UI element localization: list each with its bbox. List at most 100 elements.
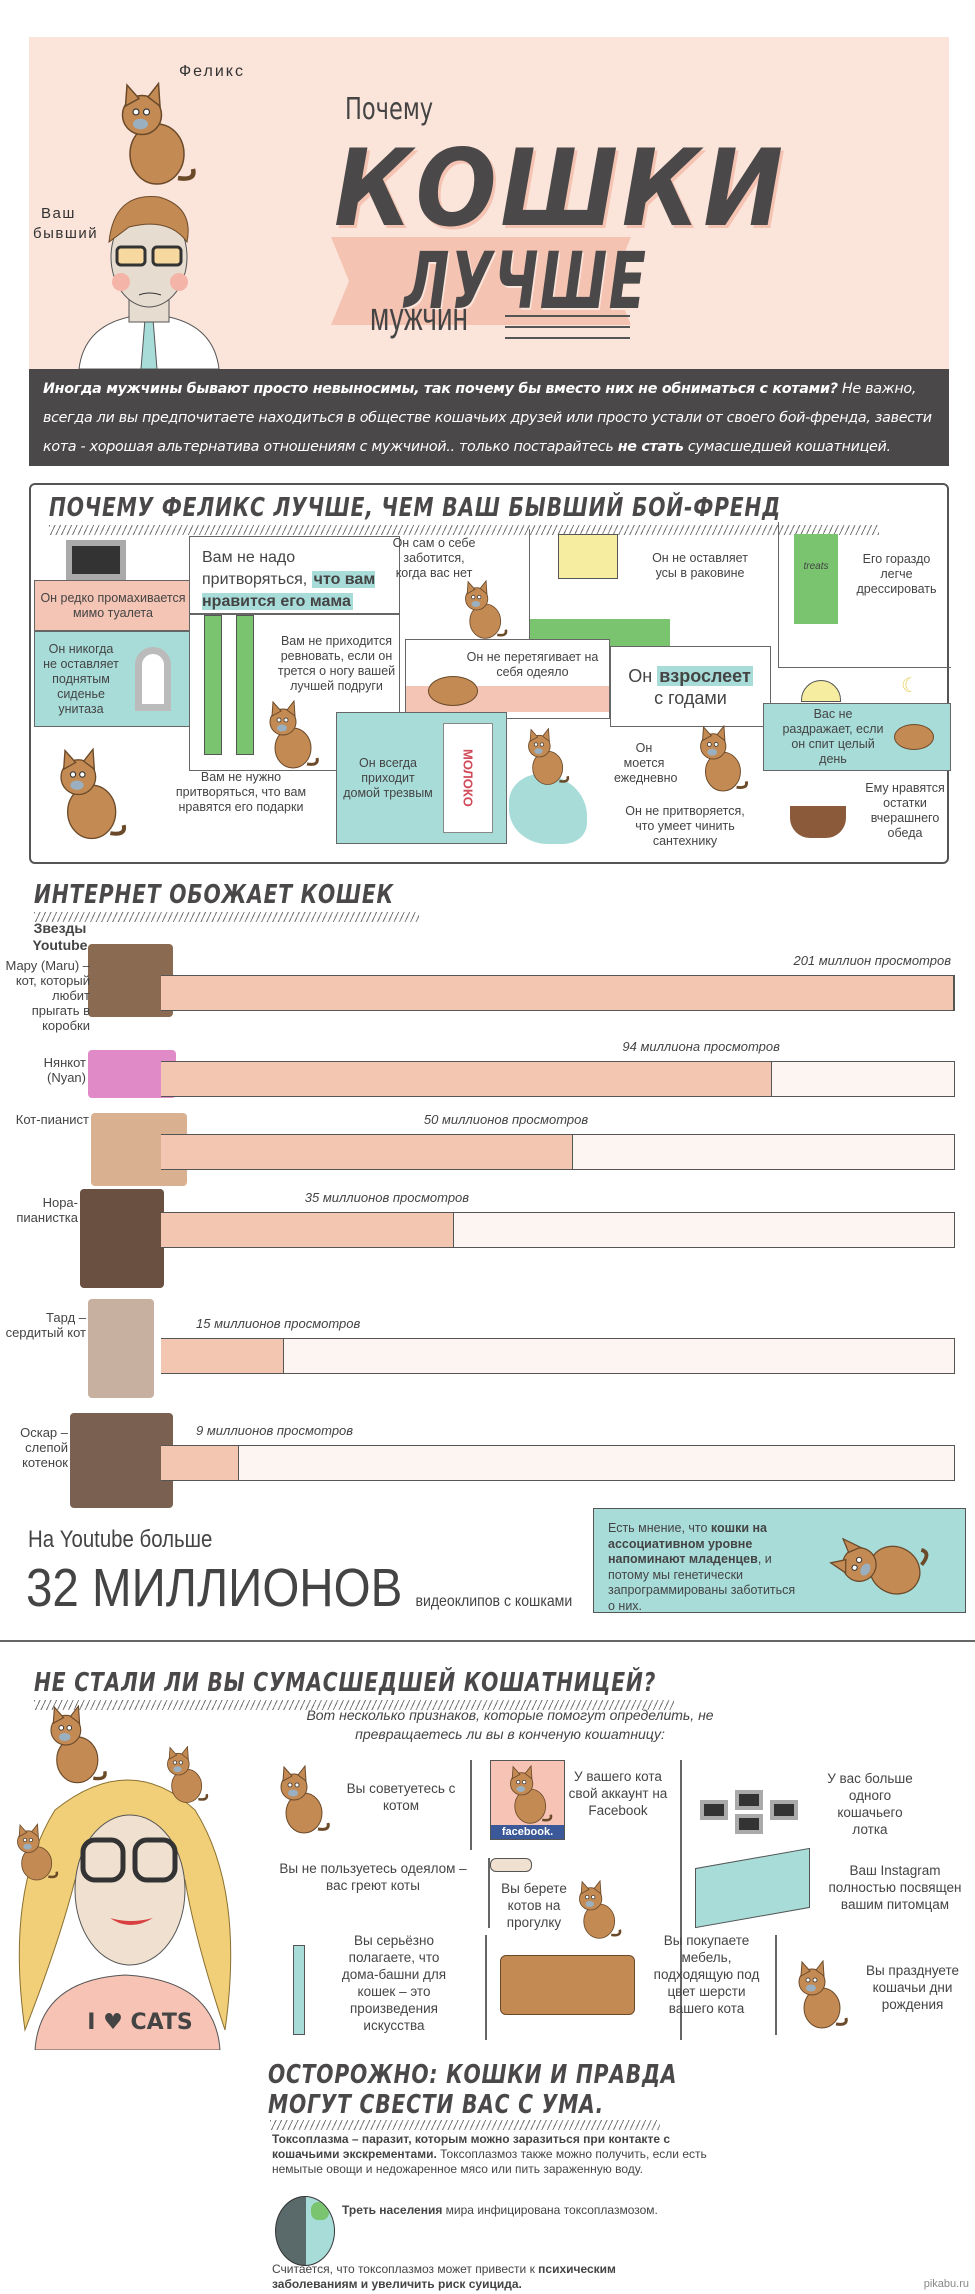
decor-line [505,315,630,317]
hatch-divider [270,2120,660,2130]
ex-label-1: Ваш [41,205,76,222]
section-subtitle: Вот несколько признаков, которые помогут… [306,1707,714,1742]
title-ribbon [331,237,631,325]
shirt-text: I ♥ CATS [87,2010,193,2035]
panel-text: Вас не раздражает, если он спит целый де… [782,707,884,766]
panel-text: Он никогда не оставляет поднятым сиденье… [43,641,119,716]
warning-title-line: МОГУТ СВЕСТИ ВАС С УМА. [268,2090,605,2120]
bar-value-label: 9 миллионов просмотров [196,1423,354,1438]
panel-sober: Он всегда приходит домой трезвым МОЛОКО [336,712,507,844]
sign-tower: Вы серьёзно полагаете, что дома-башни дл… [341,1933,447,2033]
intro-body: Не важно, всегда ли вы предпочитаете нах… [43,381,932,455]
panel-toilet: Он никогда не оставляет поднятым сиденье… [34,631,192,727]
total-big: 32 МИЛЛИОНОВ видеоклипов с кошками [26,1560,572,1630]
toilet-seat-icon [135,647,171,711]
panel-mom: Вам не надо притворяться, что вам нравит… [189,536,400,614]
title-main: КОШКИ [334,127,787,250]
sleeping-cat-icon [428,676,478,706]
decor-line [505,337,630,339]
toxo-risk: Считается, что токсоплазмоз может привес… [272,2262,672,2292]
litter-boxes-icon [700,1790,810,1834]
ex-boyfriend-illustration [78,196,220,369]
hatch-divider [49,525,879,535]
bar-fill [161,976,954,1010]
sign-walks: Вы берете котов на прогулку [501,1881,567,1930]
divider [775,1935,777,2035]
bar-track [161,975,955,1011]
felix-vs-ex-section: ПОЧЕМУ ФЕЛИКС ЛУЧШЕ, ЧЕМ ВАШ БЫВШИЙ БОЙ-… [29,483,951,864]
panel-leftovers: Ему нравятся остатки вчерашнего обеда [778,771,951,851]
intro-bold: Иногда мужчины бывают просто невыносимы,… [43,381,838,397]
title-ribbon-text: ЛУЧШЕ [404,237,648,327]
bar-fill [161,1446,239,1480]
toxo-bold: психическим заболеваниям и увеличить рис… [272,2262,616,2291]
sign-advice: Вы советуетесь с котом [346,1781,456,1813]
facebook-profile-icon: facebook. [490,1760,565,1840]
panel-text: Он не притворяется, что умеет чинить сан… [625,804,745,848]
section-title: НЕ СТАЛИ ЛИ ВЫ СУМАСШЕДШЕЙ КОШАТНИЦЕЙ? [34,1668,657,1698]
sun-icon [801,680,841,702]
cat-party-hat-icon [790,1960,850,2030]
cat-photo [88,1299,154,1398]
divider [488,1858,490,1928]
ex-label-2: бывший [33,225,99,242]
panel-sink: Он не оставляет усы в раковине [529,529,749,646]
bar-fill [161,1213,455,1247]
cat-on-head-icon [40,1705,110,1785]
cat-on-shoulder-icon [10,1815,60,1890]
watermark: pikabu.ru [923,2278,969,2290]
panel-text: Он всегда приходит домой трезвым [343,755,433,800]
cat-baby-icon [820,1507,938,1621]
title-post: мужчин [370,295,468,339]
panel-text: Он [628,665,658,686]
cat-photo [88,944,173,1017]
note-text: , и потому мы генетически запрограммиров… [608,1552,796,1613]
panel-selfcare: Он сам о себе заботится, когда вас нет [386,536,522,646]
food-bowl-icon [790,806,846,838]
divider [0,1640,975,1642]
decor-line [505,326,630,328]
panel-washes: Он моется ежедневно [602,727,763,800]
sleeping-cat-icon [894,724,934,750]
bar-name: Кот-пианист [15,1112,89,1127]
stars-label: Звезды Youtube [32,920,88,953]
toxo-third: Треть населения мира инфицирована токсоп… [342,2203,658,2217]
bar-track [161,1134,955,1170]
panel-text: Он моется ежедневно [614,741,678,785]
section-title: ПОЧЕМУ ФЕЛИКС ЛУЧШЕ, ЧЕМ ВАШ БЫВШИЙ БОЙ-… [49,493,781,523]
panel-blanket: Он не перетягивает на себя одеяло [405,639,610,719]
felix-cat-icon [109,67,199,202]
bar-value-label: 15 миллионов просмотров [196,1316,361,1331]
hatch-divider [34,912,419,922]
panel-text: Вам не нужно притворяться, что вам нравя… [175,770,307,814]
total-pre: На Youtube больше [28,1526,213,1553]
sign-litterboxes: У вас больше одного кошачьего лотка [827,1771,913,1837]
toxo-text: Токсоплазмоз также можно получить, если … [272,2147,707,2176]
bar-fill [161,1135,574,1169]
intro-body: сумасшедшей кошатницей. [683,439,891,455]
cat-with-mouse-icon [49,747,129,842]
bar-name: Оскар – слепой котенок [20,1425,68,1470]
toxo-text: мира инфицирована токсоплазмозом. [442,2203,658,2217]
panel-text: Он сам о себе заботится, когда вас нет [392,536,476,580]
total-number: 32 МИЛЛИОНОВ [26,1558,403,1618]
bar-name: Тард – сердитый кот [5,1310,86,1340]
bar-track [161,1061,955,1097]
sign-birthday: Вы празднуете кошачьи дни рождения [865,1963,960,2012]
cat-icon [456,580,511,640]
globe-icon [275,2196,335,2266]
panel-train: treats Его гораздо легче дрессировать [778,522,951,668]
instagram-photos-icon [695,1847,810,1929]
title-pre: Почему [345,92,434,127]
toxo-text: Считается, что токсоплазмоз может привес… [272,2262,539,2276]
toxo-bold: Треть населения [342,2203,443,2217]
section-title: ИНТЕРНЕТ ОБОЖАЕТ КОШЕК [34,880,394,910]
panel-litter: Он редко промахивается мимо туалета [34,580,192,631]
leg-icon [236,615,254,755]
total-post: видеоклипов с кошками [415,1593,573,1610]
bar-track [161,1445,955,1481]
sign-furniture: Вы покупаете мебель, подходящую под цвет… [653,1933,760,2016]
babies-note-box: Есть мнение, что кошки на ассоциативном … [593,1508,966,1613]
